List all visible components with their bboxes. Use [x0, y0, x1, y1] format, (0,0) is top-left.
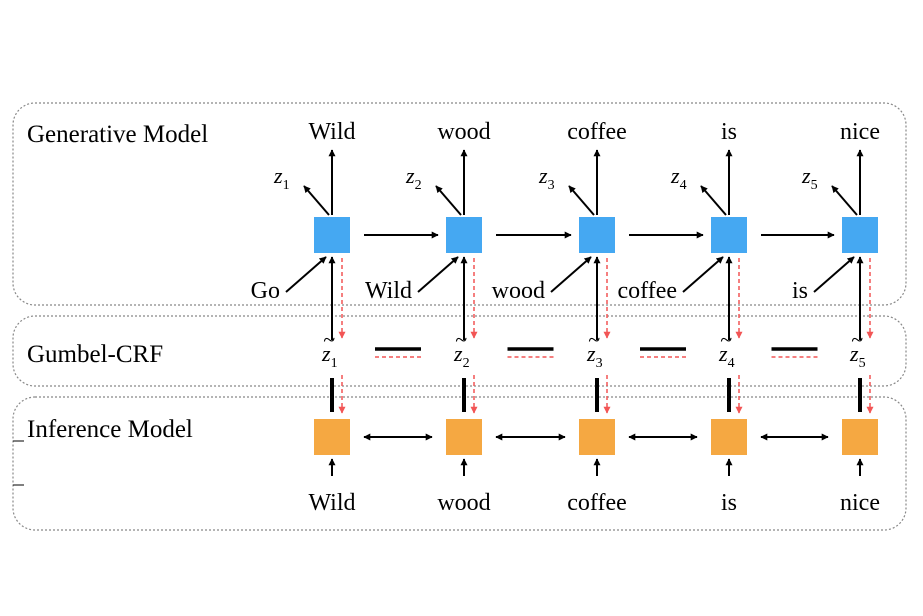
- input-arrow: [682, 256, 724, 293]
- input-arrow: [813, 256, 855, 293]
- z-variable-subscript: 2: [415, 178, 422, 193]
- z-variable-base: z: [670, 163, 680, 188]
- output-word: wood: [437, 119, 490, 145]
- inference-word: Wild: [308, 490, 355, 516]
- inference-word: wood: [437, 490, 490, 516]
- inference-word: is: [721, 490, 737, 516]
- z-tilde-variable: z3: [586, 341, 603, 371]
- z-tilde-variable-subscript: 2: [463, 356, 470, 371]
- output-word: Wild: [308, 119, 355, 145]
- z-variable-subscript: 4: [680, 178, 687, 193]
- input-word: wood: [492, 278, 545, 304]
- z-tilde-variable: z5: [849, 341, 866, 371]
- generative-node: [711, 217, 747, 253]
- inference-node: [579, 419, 615, 455]
- z-variable: z5: [801, 163, 818, 193]
- z-tilde-variable-tilde: ~: [851, 327, 863, 352]
- z-arrow: [700, 185, 727, 216]
- inference-word: nice: [840, 490, 880, 516]
- input-arrow: [417, 256, 459, 293]
- z-tilde-variable: z2: [453, 341, 470, 371]
- z-variable-base: z: [273, 163, 283, 188]
- z-tilde-variable-tilde: ~: [720, 327, 732, 352]
- z-variable-base: z: [405, 163, 415, 188]
- output-word: is: [721, 119, 737, 145]
- z-tilde-variable-subscript: 5: [859, 356, 866, 371]
- generative-node: [314, 217, 350, 253]
- z-arrow: [303, 185, 330, 216]
- z-tilde-variable-base: z: [849, 341, 859, 366]
- z-tilde-variable-subscript: 1: [331, 356, 338, 371]
- input-word: is: [792, 278, 808, 304]
- z-tilde-variable: z4: [718, 341, 735, 371]
- z-variable: z2: [405, 163, 422, 193]
- generative-node: [446, 217, 482, 253]
- z-tilde-variable-base: z: [453, 341, 463, 366]
- z-tilde-variable-base: z: [718, 341, 728, 366]
- z-tilde-variable-base: z: [321, 341, 331, 366]
- input-arrow: [285, 256, 327, 293]
- z-variable: z1: [273, 163, 290, 193]
- gumbel-crf-panel: [12, 315, 907, 387]
- output-word: coffee: [567, 119, 627, 145]
- input-word: Go: [251, 278, 280, 304]
- z-variable-subscript: 5: [811, 178, 818, 193]
- inference-node: [842, 419, 878, 455]
- z-variable-subscript: 3: [548, 178, 555, 193]
- output-word: nice: [840, 119, 880, 145]
- generative-model-label: Generative Model: [27, 121, 208, 148]
- z-variable-base: z: [538, 163, 548, 188]
- z-tilde-variable-base: z: [586, 341, 596, 366]
- z-tilde-variable: z1: [321, 341, 338, 371]
- input-word: coffee: [617, 278, 677, 304]
- gumbel-crf-label: Gumbel-CRF: [27, 341, 163, 368]
- z-tilde-variable-tilde: ~: [455, 327, 467, 352]
- inference-panel: [12, 396, 907, 531]
- z-variable-base: z: [801, 163, 811, 188]
- z-variable-subscript: 1: [283, 178, 290, 193]
- inference-node: [314, 419, 350, 455]
- generative-node: [842, 217, 878, 253]
- generative-node: [579, 217, 615, 253]
- z-variable: z3: [538, 163, 555, 193]
- z-tilde-variable-subscript: 3: [596, 356, 603, 371]
- z-arrow: [435, 185, 462, 216]
- inference-word: coffee: [567, 490, 627, 516]
- z-tilde-variable-tilde: ~: [323, 327, 335, 352]
- generative-panel: [12, 102, 907, 306]
- z-arrow: [568, 185, 595, 216]
- z-variable: z4: [670, 163, 687, 193]
- input-arrow: [550, 256, 592, 293]
- inference-node: [446, 419, 482, 455]
- z-tilde-variable-subscript: 4: [728, 356, 735, 371]
- z-tilde-variable-tilde: ~: [588, 327, 600, 352]
- z-arrow: [831, 185, 858, 216]
- inference-model-label: Inference Model: [27, 416, 193, 443]
- inference-node: [711, 419, 747, 455]
- input-word: Wild: [365, 278, 412, 304]
